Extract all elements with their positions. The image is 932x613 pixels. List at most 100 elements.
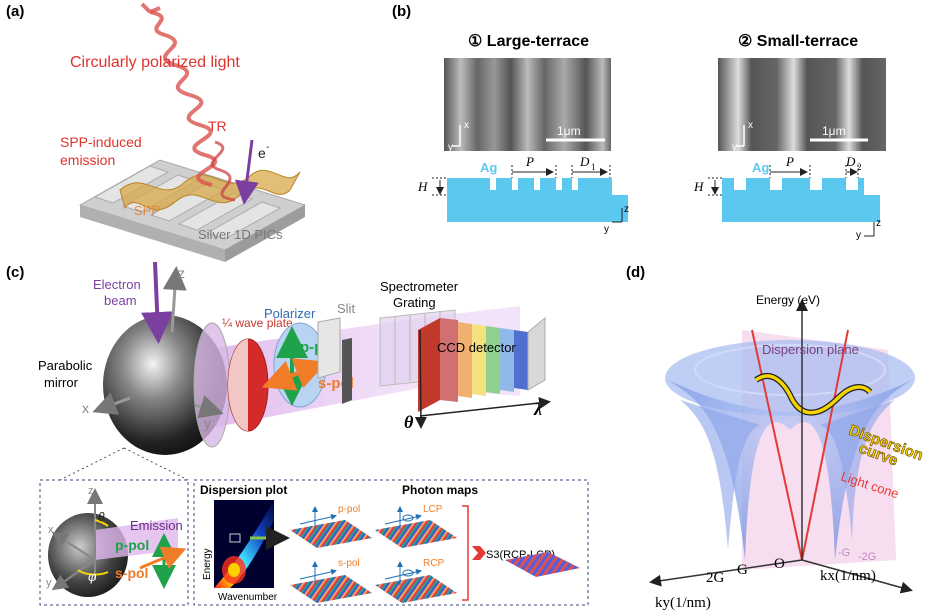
light-cone-left xyxy=(751,329,803,561)
D2-sub: 2 xyxy=(857,162,862,172)
ag-label-small: Ag xyxy=(752,160,769,175)
electron-label: e xyxy=(258,145,266,161)
dispersion-plot-title: Dispersion plot xyxy=(200,483,287,497)
cpl-label: Circularly polarized light xyxy=(70,54,240,71)
electron-arrow xyxy=(234,139,259,205)
dispersion-plane-label: Dispersion plane xyxy=(762,342,859,357)
slit-label: Slit xyxy=(337,301,355,316)
waveplate-label: ¼ wave plate xyxy=(222,316,293,330)
sem-axes-large: x y xyxy=(448,120,469,153)
svg-text:x: x xyxy=(82,400,89,416)
svg-text:y: y xyxy=(204,415,211,431)
panel-a: (a) SPP Silver 1D PICs Circularly polari… xyxy=(6,2,307,262)
H-label-large: H xyxy=(417,179,428,194)
svg-text:y: y xyxy=(46,577,52,589)
inset-geometry: z x y θ φ Emission p-pol s-pol xyxy=(46,485,187,597)
spp-emission-label-1: SPP-induced xyxy=(60,134,142,150)
slit xyxy=(317,317,352,404)
svg-text:z: z xyxy=(624,204,629,215)
energy-axis-label-d: Energy (eV) xyxy=(756,293,820,307)
mirror-opening xyxy=(193,322,231,448)
svg-text:z: z xyxy=(178,265,185,281)
P-label-large: P xyxy=(525,154,534,169)
inset-emission: Emission xyxy=(130,518,183,533)
parabolic-mirror xyxy=(103,315,227,455)
panel-c: (c) Parabolic mirror Electron beam z x y… xyxy=(6,261,589,606)
tr-label: TR xyxy=(208,118,227,134)
energy-axis-label: Energy xyxy=(202,548,213,580)
D1-label: D xyxy=(579,154,590,169)
spp-label: SPP xyxy=(134,203,160,218)
wavenumber-axis-label: Wavenumber xyxy=(218,592,278,603)
panel-b: (b) ① Large-terrace 1μm x y Ag H P D xyxy=(392,3,886,241)
lambda-label: λ xyxy=(533,399,542,419)
title-large-terrace: ① Large-terrace xyxy=(468,33,589,50)
electron-beam-label-2: beam xyxy=(104,293,137,308)
svg-text:y: y xyxy=(856,230,861,241)
title-small-terrace: ② Small-terrace xyxy=(738,33,858,50)
tick-O: O xyxy=(774,556,785,572)
panel-d-label: (d) xyxy=(626,264,645,281)
svg-text:x: x xyxy=(464,120,469,131)
ccd-label: CCD detector xyxy=(437,340,516,355)
maps-bracket xyxy=(462,505,469,601)
inset-geometry-box xyxy=(39,479,189,606)
map-lcp-label: LCP xyxy=(423,504,443,515)
scale-label-small: 1μm xyxy=(822,124,846,138)
inset-theta: θ xyxy=(98,510,105,524)
panel-d: (d) Energy (eV) ky(1/nm) kx(1/nm) 2G G O… xyxy=(626,264,926,611)
svg-text:z: z xyxy=(876,218,881,229)
map-rcp-label: RCP xyxy=(423,558,444,569)
y-axis xyxy=(194,395,224,419)
grating-label: Grating xyxy=(393,295,436,310)
map-ppol-label: p-pol xyxy=(338,504,360,515)
tick-G: G xyxy=(737,562,748,578)
scale-label-large: 1μm xyxy=(557,124,581,138)
ky-axis xyxy=(649,559,803,587)
panel-c-label: (c) xyxy=(6,264,24,281)
D1-sub: 1 xyxy=(591,162,596,172)
x-axis xyxy=(92,392,131,415)
tr-helix xyxy=(210,140,236,202)
svg-text:y: y xyxy=(732,142,737,153)
s3-map xyxy=(505,552,580,577)
spectrometer-label: Spectrometer xyxy=(380,279,459,294)
sem-axes-small: x y xyxy=(732,120,753,153)
ky-label: ky(1/nm) xyxy=(655,595,711,611)
svg-text:z: z xyxy=(88,485,94,497)
electron-beam-label-1: Electron xyxy=(93,277,141,292)
light-cone-right xyxy=(801,329,849,561)
theta-axis xyxy=(414,329,427,429)
svg-text:x: x xyxy=(48,524,54,536)
sem-image-large xyxy=(444,58,611,151)
svg-text:y: y xyxy=(448,142,453,153)
mirror-label-2: mirror xyxy=(44,375,79,390)
photon-map-spol: s-pol xyxy=(290,558,372,603)
s3-arrow xyxy=(472,546,486,560)
cpl-helix xyxy=(149,10,218,187)
inset-ppol: p-pol xyxy=(115,537,149,553)
photon-map-lcp: LCP xyxy=(375,504,457,548)
spp-emission-label-2: emission xyxy=(60,152,115,168)
dispersion-plot: Energy Wavenumber xyxy=(202,500,278,603)
panel-b-label: (b) xyxy=(392,3,411,20)
svg-text:x: x xyxy=(748,120,753,131)
svg-text:y: y xyxy=(604,224,609,235)
electron-beam-arrow xyxy=(141,261,174,344)
H-label-small: H xyxy=(693,179,704,194)
z-axis xyxy=(162,266,187,333)
sem-image-small xyxy=(718,58,886,151)
inset-spol: s-pol xyxy=(115,565,148,581)
tick-2G: 2G xyxy=(706,570,725,586)
tick-m2G: -2G xyxy=(858,551,876,563)
tick-mG: -G xyxy=(838,547,850,559)
profile-large: Ag H P D 1 z y xyxy=(417,154,629,235)
dispersion-surface xyxy=(665,340,915,560)
kx-axis xyxy=(801,559,913,594)
panel-a-label: (a) xyxy=(6,3,24,20)
photon-map-rcp: RCP xyxy=(375,558,457,603)
ag-label-large: Ag xyxy=(480,160,497,175)
polarizer-label: Polarizer xyxy=(264,306,316,321)
electron-sup: - xyxy=(266,142,269,153)
